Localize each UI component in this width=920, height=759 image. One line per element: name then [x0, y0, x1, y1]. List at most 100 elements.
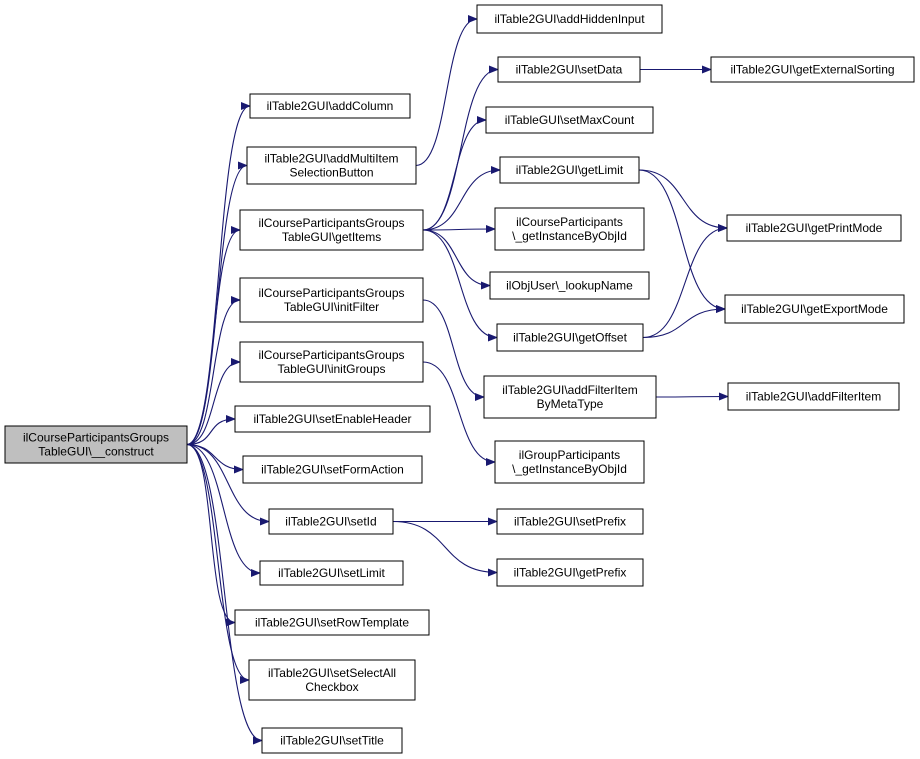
- node-initGroups[interactable]: ilCourseParticipantsGroupsTableGUI\initG…: [239, 341, 424, 383]
- node-setRowTemplate[interactable]: ilTable2GUI\setRowTemplate: [234, 609, 430, 636]
- node-label-cpGetInstance: ilCourseParticipants: [516, 215, 623, 229]
- node-setFormAction[interactable]: ilTable2GUI\setFormAction: [242, 455, 423, 484]
- node-initFilter[interactable]: ilCourseParticipantsGroupsTableGUI\initF…: [239, 277, 424, 323]
- edge-getLimit-to-getExportMode: [638, 169, 726, 313]
- node-setData[interactable]: ilTable2GUI\setData: [497, 56, 641, 83]
- node-label-setData: ilTable2GUI\setData: [516, 63, 623, 77]
- node-label-setMaxCount: ilTableGUI\setMaxCount: [505, 113, 635, 127]
- node-box-setId: [268, 508, 394, 535]
- edge-setId-to-getPrefix: [392, 520, 498, 577]
- node-label-setRowTemplate: ilTable2GUI\setRowTemplate: [255, 616, 409, 630]
- edge-getItems-to-getOffset: [422, 229, 498, 342]
- node-setTitle[interactable]: ilTable2GUI\setTitle: [261, 727, 403, 754]
- edge-getLimit-to-getPrintMode: [638, 169, 728, 232]
- node-box-getPrintMode: [726, 214, 902, 242]
- edge-getItems-to-lookupName: [422, 229, 491, 290]
- node-label-lookupName: ilObjUser\_lookupName: [506, 279, 633, 293]
- node-label-addFilterItem: ilTable2GUI\addFilterItem: [746, 390, 881, 404]
- node-label-gpGetInstance: ilGroupParticipants: [519, 448, 620, 462]
- node-box-initGroups: [239, 341, 424, 383]
- node-getExternalSorting[interactable]: ilTable2GUI\getExternalSorting: [710, 56, 915, 83]
- edge-addFilterItemByMeta-to-addFilterItem: [655, 392, 729, 401]
- node-label-addFilterItemByMeta: ByMetaType: [537, 397, 604, 411]
- edge-getItems-to-getLimit: [422, 166, 501, 231]
- call-nodes: ilCourseParticipantsGroupsTableGUI\__con…: [4, 4, 915, 754]
- edge-root-to-initGroups: [186, 358, 241, 446]
- node-label-setLimit: ilTable2GUI\setLimit: [278, 566, 385, 580]
- node-label-initGroups: TableGUI\initGroups: [277, 362, 385, 376]
- node-box-getLimit: [499, 156, 640, 184]
- node-label-getExternalSorting: ilTable2GUI\getExternalSorting: [730, 63, 894, 77]
- node-label-getPrefix: ilTable2GUI\getPrefix: [514, 566, 627, 580]
- node-label-getOffset: ilTable2GUI\getOffset: [513, 331, 628, 345]
- edge-root-to-setTitle: [186, 443, 263, 745]
- edge-root-to-getItems: [186, 226, 241, 446]
- node-box-root: [4, 425, 188, 464]
- node-label-getPrintMode: ilTable2GUI\getPrintMode: [746, 221, 883, 235]
- node-getExportMode[interactable]: ilTable2GUI\getExportMode: [724, 294, 905, 324]
- node-label-initFilter: ilCourseParticipantsGroups: [258, 286, 404, 300]
- node-box-setTitle: [261, 727, 403, 754]
- node-getPrintMode[interactable]: ilTable2GUI\getPrintMode: [726, 214, 902, 242]
- node-box-getOffset: [496, 323, 644, 352]
- edge-getItems-to-setMaxCount: [422, 116, 487, 231]
- node-box-addHiddenInput: [476, 4, 663, 34]
- node-setMaxCount[interactable]: ilTableGUI\setMaxCount: [485, 106, 654, 134]
- node-label-setEnableHeader: ilTable2GUI\setEnableHeader: [253, 412, 411, 426]
- node-box-setData: [497, 56, 641, 83]
- edge-root-to-setRowTemplate: [186, 443, 236, 627]
- node-gpGetInstance[interactable]: ilGroupParticipants\_getInstanceByObjId: [494, 440, 645, 484]
- edge-root-to-addColumn: [186, 102, 251, 446]
- node-getOffset[interactable]: ilTable2GUI\getOffset: [496, 323, 644, 352]
- node-box-getExternalSorting: [710, 56, 915, 83]
- node-addColumn[interactable]: ilTable2GUI\addColumn: [249, 93, 411, 119]
- edge-root-to-setSelectAll: [186, 443, 250, 684]
- edge-root-to-setLimit: [186, 443, 261, 577]
- edge-root-to-initFilter: [186, 296, 241, 446]
- edge-initGroups-to-gpGetInstance: [422, 361, 496, 466]
- node-box-setPrefix: [496, 508, 644, 535]
- node-label-setTitle: ilTable2GUI\setTitle: [280, 734, 384, 748]
- node-box-initFilter: [239, 277, 424, 323]
- call-edges: [186, 15, 729, 745]
- node-box-setRowTemplate: [234, 609, 430, 636]
- node-addHiddenInput[interactable]: ilTable2GUI\addHiddenInput: [476, 4, 663, 34]
- node-setPrefix[interactable]: ilTable2GUI\setPrefix: [496, 508, 644, 535]
- edge-getItems-to-setData: [422, 65, 499, 231]
- edge-getOffset-to-getPrintMode: [642, 224, 728, 339]
- node-root[interactable]: ilCourseParticipantsGroupsTableGUI\__con…: [4, 425, 188, 464]
- node-box-setFormAction: [242, 455, 423, 484]
- node-label-root: TableGUI\__construct: [38, 445, 154, 459]
- node-box-lookupName: [489, 271, 650, 300]
- node-box-getPrefix: [496, 558, 644, 587]
- edge-getOffset-to-getExportMode: [642, 305, 726, 339]
- node-cpGetInstance[interactable]: ilCourseParticipants\_getInstanceByObjId: [494, 207, 645, 251]
- node-box-gpGetInstance: [494, 440, 645, 484]
- node-label-initGroups: ilCourseParticipantsGroups: [258, 348, 404, 362]
- node-setId[interactable]: ilTable2GUI\setId: [268, 508, 394, 535]
- node-label-addMultiItem: SelectionButton: [289, 166, 373, 180]
- edge-initFilter-to-addFilterItemByMeta: [422, 299, 485, 401]
- node-getPrefix[interactable]: ilTable2GUI\getPrefix: [496, 558, 644, 587]
- node-label-setId: ilTable2GUI\setId: [285, 515, 376, 529]
- node-getLimit[interactable]: ilTable2GUI\getLimit: [499, 156, 640, 184]
- node-setLimit[interactable]: ilTable2GUI\setLimit: [259, 560, 404, 586]
- edge-root-to-setEnableHeader: [186, 415, 236, 446]
- node-addFilterItem[interactable]: ilTable2GUI\addFilterItem: [727, 382, 900, 411]
- node-label-addMultiItem: ilTable2GUI\addMultiItem: [264, 152, 398, 166]
- node-box-addFilterItem: [727, 382, 900, 411]
- node-box-addColumn: [249, 93, 411, 119]
- node-setEnableHeader[interactable]: ilTable2GUI\setEnableHeader: [234, 405, 431, 433]
- node-box-setEnableHeader: [234, 405, 431, 433]
- node-lookupName[interactable]: ilObjUser\_lookupName: [489, 271, 650, 300]
- node-label-setPrefix: ilTable2GUI\setPrefix: [514, 515, 626, 529]
- node-getItems[interactable]: ilCourseParticipantsGroupsTableGUI\getIt…: [239, 209, 424, 251]
- node-label-addColumn: ilTable2GUI\addColumn: [267, 99, 394, 113]
- node-label-addFilterItemByMeta: ilTable2GUI\addFilterItem: [502, 383, 637, 397]
- node-box-setSelectAll: [248, 659, 416, 701]
- node-label-getExportMode: ilTable2GUI\getExportMode: [741, 302, 888, 316]
